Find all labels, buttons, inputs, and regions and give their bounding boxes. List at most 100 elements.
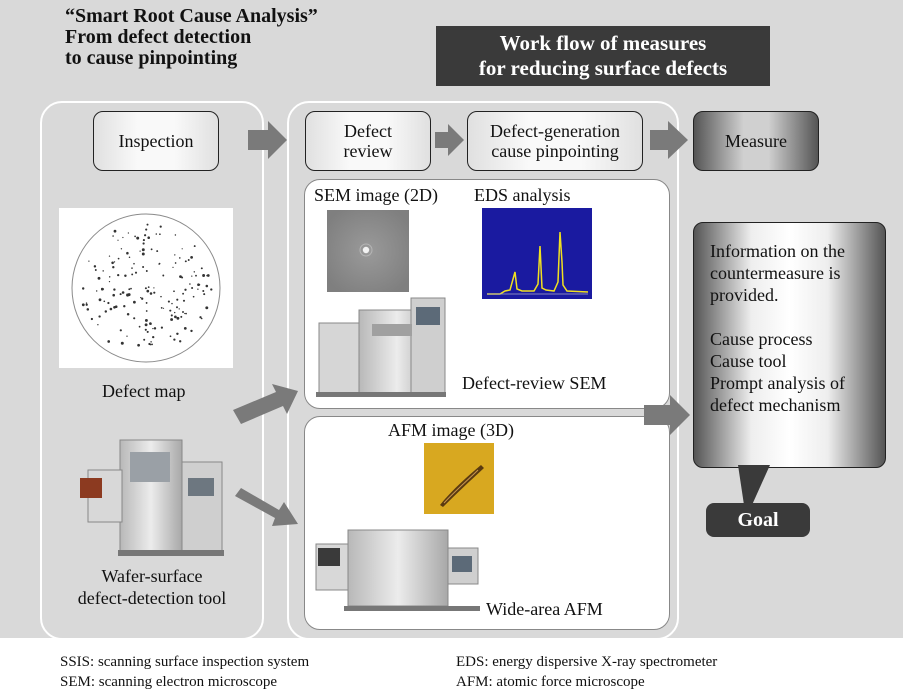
defect-dot bbox=[146, 289, 150, 293]
defect-dot bbox=[176, 316, 180, 320]
defect-dot bbox=[159, 225, 162, 228]
arrow-inspection-to-review bbox=[248, 121, 287, 159]
defect-dot bbox=[160, 295, 162, 298]
defect-dot bbox=[139, 250, 141, 252]
goal-line-7: defect mechanism bbox=[710, 395, 841, 415]
defect-dot bbox=[184, 260, 187, 263]
defect-dot bbox=[200, 267, 203, 270]
defect-dot bbox=[179, 275, 182, 278]
defect-dot bbox=[169, 335, 172, 338]
defect-dot bbox=[123, 305, 126, 308]
heading-line-3: to cause pinpointing bbox=[65, 47, 238, 69]
step-cause-line-1: Defect-generation bbox=[490, 121, 620, 141]
goal-line-1: Information on the bbox=[710, 241, 845, 261]
step-inspection-label: Inspection bbox=[118, 131, 194, 151]
defect-dot bbox=[149, 322, 152, 325]
defect-map-image bbox=[59, 208, 233, 368]
defect-dot bbox=[113, 305, 116, 309]
defect-dot bbox=[97, 276, 101, 280]
defect-dot bbox=[147, 236, 150, 239]
defect-dot bbox=[159, 233, 161, 236]
glossary-ssis: SSIS: scanning surface inspection system bbox=[60, 654, 310, 670]
defect-dot bbox=[170, 318, 174, 321]
glossary-afm: AFM: atomic force microscope bbox=[456, 674, 645, 690]
defect-dot bbox=[144, 287, 147, 290]
defect-dot bbox=[193, 271, 196, 273]
defect-dot bbox=[155, 233, 158, 235]
defect-dot bbox=[160, 326, 163, 329]
defect-dot bbox=[156, 250, 159, 253]
defect-dot bbox=[153, 327, 157, 330]
defect-dot bbox=[172, 266, 174, 269]
defect-dot bbox=[195, 274, 197, 277]
detection-tool-label-line-1: Wafer-surface bbox=[101, 566, 203, 586]
defect-dot bbox=[81, 303, 85, 307]
defect-dot bbox=[152, 335, 155, 339]
defect-dot bbox=[108, 276, 111, 278]
defect-dot bbox=[136, 236, 140, 240]
eds-plot bbox=[482, 208, 592, 299]
defect-dot bbox=[147, 286, 150, 288]
step-defect-review: Defect review bbox=[305, 111, 431, 171]
defect-dot bbox=[127, 293, 131, 297]
defect-dot bbox=[101, 287, 104, 290]
step-measure-label: Measure bbox=[725, 131, 787, 151]
defect-dot bbox=[86, 308, 90, 311]
center-panel bbox=[287, 101, 679, 640]
defect-dot bbox=[119, 293, 122, 296]
workflow-banner: Work flow of measures for reducing surfa… bbox=[436, 26, 770, 86]
defect-dot bbox=[112, 235, 114, 237]
defect-dot bbox=[184, 288, 187, 291]
arrow-to-goal bbox=[644, 395, 690, 435]
step-measure: Measure bbox=[693, 111, 819, 171]
left-panel bbox=[40, 101, 264, 640]
detection-tool-image bbox=[80, 439, 224, 556]
defect-dot bbox=[153, 291, 156, 294]
defect-dot bbox=[98, 315, 101, 318]
defect-dot bbox=[112, 266, 115, 269]
defect-dot bbox=[176, 298, 179, 301]
sem-image-label: SEM image (2D) bbox=[314, 185, 438, 205]
defect-dot bbox=[102, 270, 104, 272]
defect-dot bbox=[146, 330, 149, 333]
defect-review-sem-label: Defect-review SEM bbox=[462, 373, 607, 393]
defect-dot bbox=[133, 300, 136, 304]
defect-dot bbox=[176, 306, 178, 309]
heading-line-2: From defect detection bbox=[65, 26, 252, 48]
eds-analysis-label: EDS analysis bbox=[474, 185, 571, 205]
defect-dot bbox=[128, 288, 131, 291]
defect-dot bbox=[131, 267, 133, 269]
defect-dot bbox=[104, 310, 108, 313]
defect-dot bbox=[119, 329, 122, 332]
defect-dot bbox=[179, 340, 182, 343]
defect-dot bbox=[117, 239, 119, 241]
step-defect-review-line-1: Defect bbox=[344, 121, 392, 141]
banner-line-2: for reducing surface defects bbox=[478, 56, 728, 80]
defect-dot bbox=[144, 323, 148, 327]
detection-tool-label: Wafer-surface defect-detection tool bbox=[62, 565, 242, 609]
defect-dot bbox=[133, 262, 135, 265]
defect-dot bbox=[200, 317, 203, 320]
defect-dot bbox=[170, 314, 173, 317]
defect-dot bbox=[141, 248, 145, 252]
defect-dot bbox=[190, 256, 193, 259]
defect-dot bbox=[142, 239, 145, 242]
defect-dot bbox=[171, 302, 173, 305]
defect-dot bbox=[185, 312, 187, 315]
defect-dot bbox=[152, 327, 154, 330]
defect-dot bbox=[191, 275, 193, 277]
defect-dot bbox=[88, 260, 90, 262]
defect-dot bbox=[174, 311, 176, 314]
glossary-sem: SEM: scanning electron microscope bbox=[60, 674, 278, 690]
defect-dot bbox=[144, 318, 148, 322]
defect-dot bbox=[162, 274, 165, 277]
goal-line-2: countermeasure is bbox=[710, 263, 841, 283]
defect-dot bbox=[149, 292, 153, 295]
arrow-review-to-cause bbox=[435, 124, 464, 156]
defect-dot bbox=[174, 254, 176, 256]
defect-dot bbox=[142, 265, 145, 269]
wide-area-afm-tool-image bbox=[315, 529, 480, 611]
